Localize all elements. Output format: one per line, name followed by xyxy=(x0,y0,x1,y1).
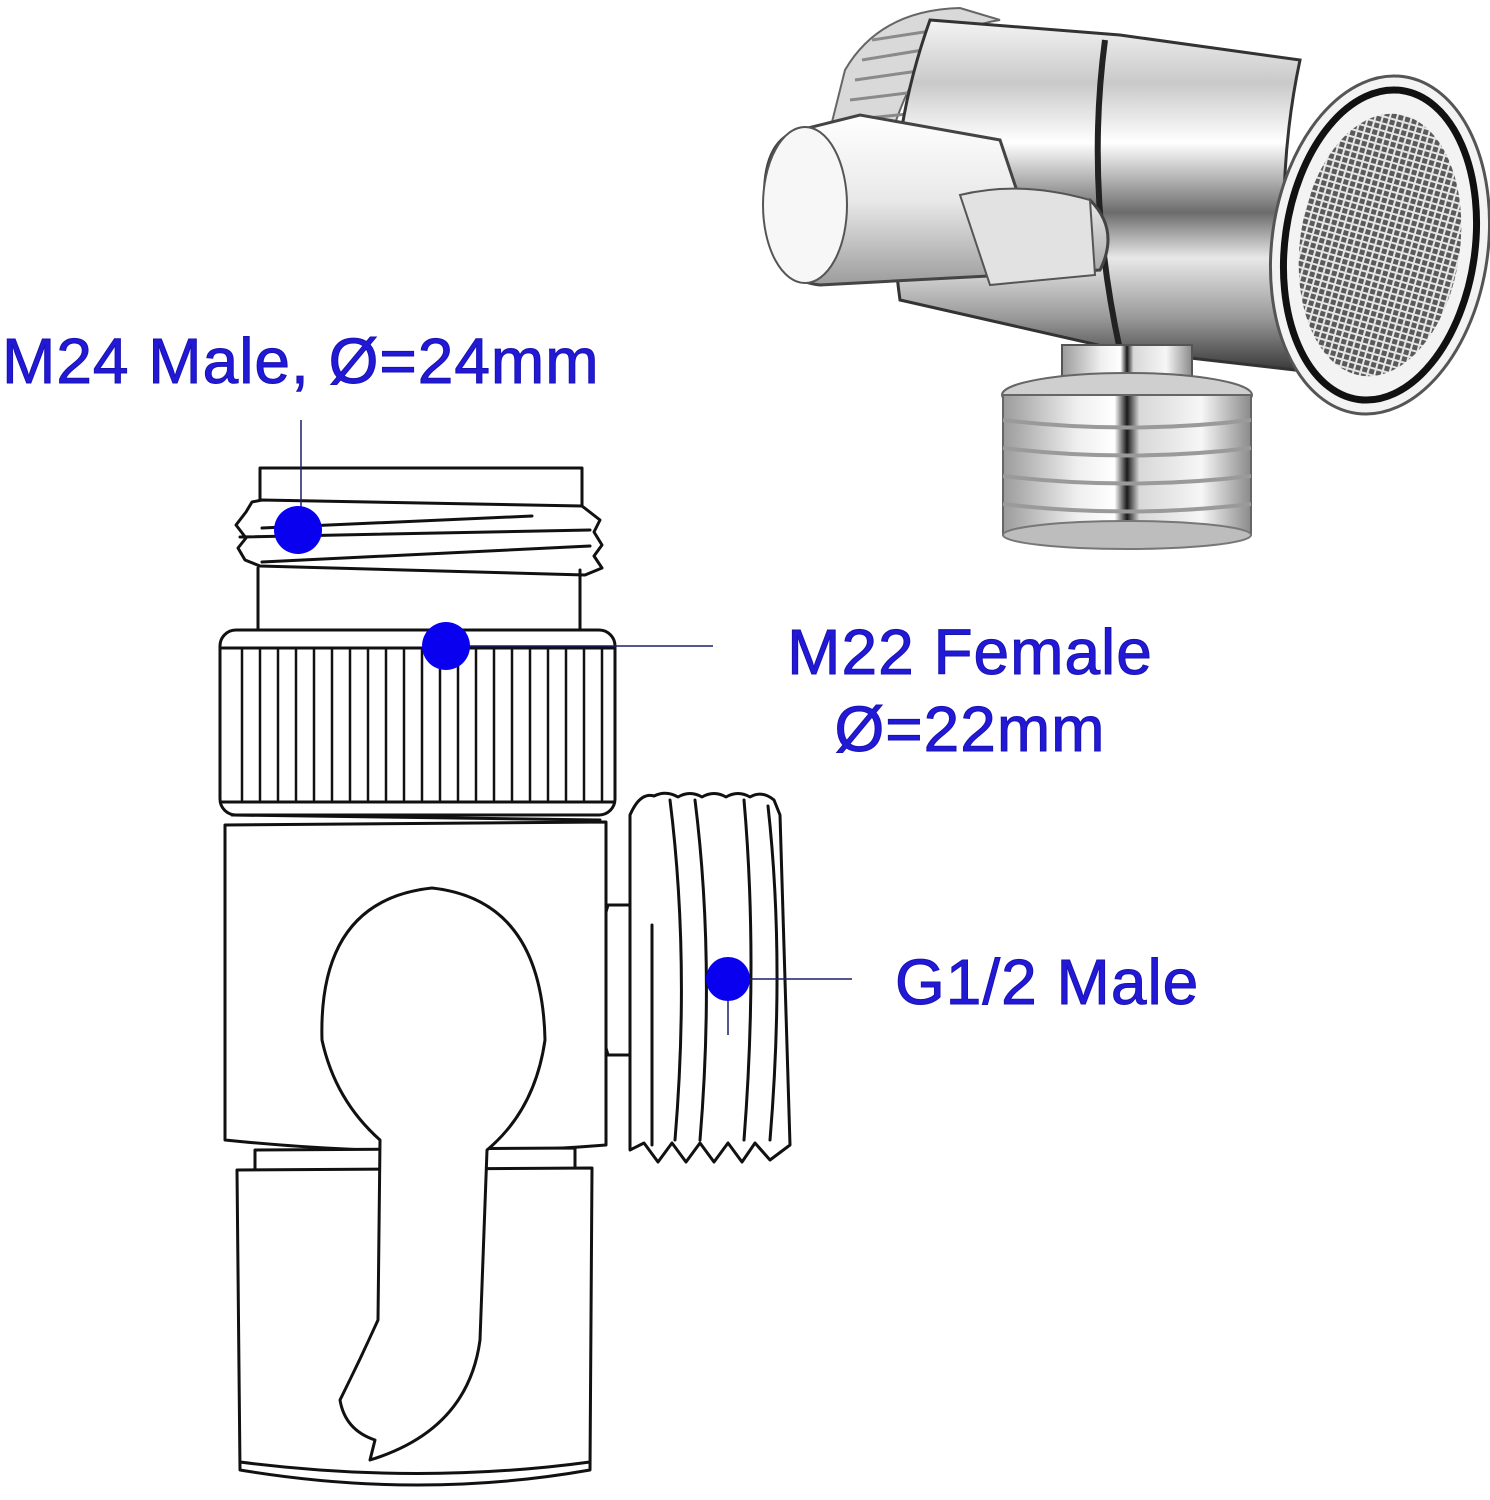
callout-markers xyxy=(274,506,750,1001)
callout-label-m22-line1: M22 Female xyxy=(787,616,1153,689)
m24-thread-section xyxy=(234,466,604,634)
callout-label-g12: G1/2 Male xyxy=(894,946,1200,1019)
marker-m22 xyxy=(422,622,470,670)
g12-thread-outlet xyxy=(595,791,792,1164)
m22-knurled-nut xyxy=(218,628,617,822)
callout-label-m22-line2: Ø=22mm xyxy=(834,692,1106,765)
marker-g12 xyxy=(706,957,750,1001)
callout-label-m24: M24 Male, Ø=24mm xyxy=(2,325,600,398)
aerator-cap xyxy=(1268,74,1490,416)
callout-label-m22: M22 Female Ø=22mm xyxy=(755,614,1185,768)
marker-m24 xyxy=(274,506,322,554)
threaded-outlet xyxy=(1001,344,1253,550)
valve-body-outline xyxy=(223,820,608,1487)
lever-handle xyxy=(762,113,1110,287)
